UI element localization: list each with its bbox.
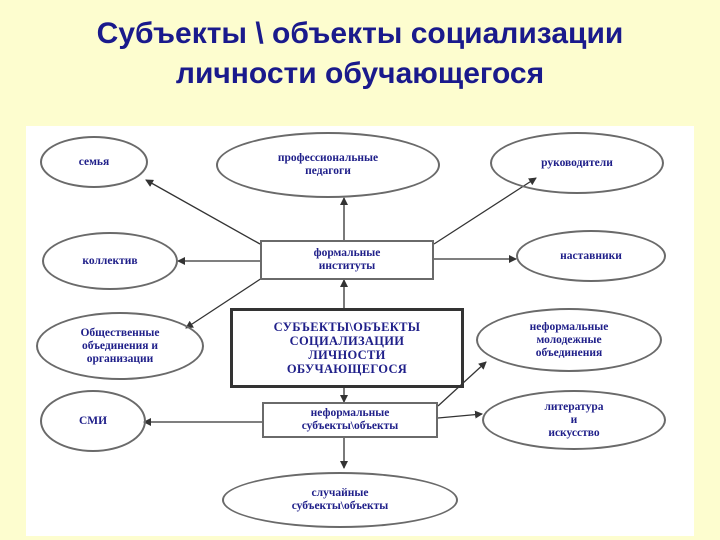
slide-title: Субъекты \ объекты социализации личности…	[0, 14, 720, 94]
arrow-formal-to-public	[185, 277, 263, 329]
node-formal-institutes: формальные институты	[260, 240, 434, 280]
title-line-1: Субъекты \ объекты социализации	[96, 17, 624, 50]
arrow-formal-to-family	[145, 179, 261, 245]
arrow-formal-to-leaders	[433, 177, 537, 245]
node-leaders: руководители	[490, 132, 664, 194]
node-mentors: наставники	[516, 230, 666, 282]
node-center-subjects-objects: СУБЪЕКТЫ\ОБЪЕКТЫ СОЦИАЛИЗАЦИИ ЛИЧНОСТИ О…	[230, 308, 464, 388]
node-informal-subjects: неформальные субъекты\объекты	[262, 402, 438, 438]
arrow-informal-to-literature	[437, 410, 483, 419]
socialization-diagram: семья профессиональные педагоги руководи…	[26, 126, 694, 536]
node-public-organizations: Общественные объединения и организации	[36, 312, 204, 380]
node-collective: коллектив	[42, 232, 178, 290]
title-line-2: личности обучающегося	[175, 57, 545, 90]
node-informal-youth: неформальные молодежные объединения	[476, 308, 662, 372]
node-literature-art: литература и искусство	[482, 390, 666, 450]
node-media: СМИ	[40, 390, 146, 452]
connector-arrows	[143, 177, 537, 469]
node-random-subjects: случайные субъекты\объекты	[222, 472, 458, 528]
node-family: семья	[40, 136, 148, 188]
node-professional-teachers: профессиональные педагоги	[216, 132, 440, 198]
